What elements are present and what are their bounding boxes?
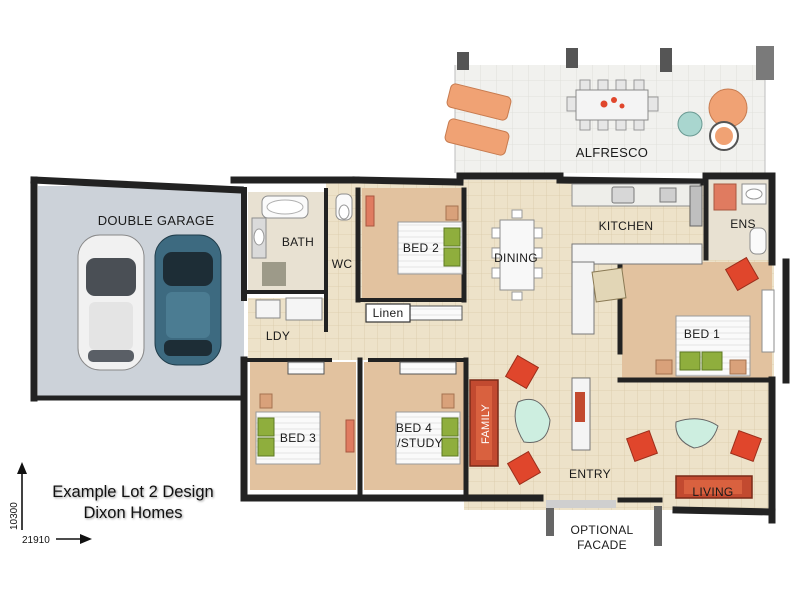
car-white xyxy=(77,234,145,371)
linen-cupboard: Linen xyxy=(365,303,411,323)
caption-builder: Dixon Homes xyxy=(83,504,183,522)
room-label-wc: WC xyxy=(332,257,353,271)
kitchen-fittings xyxy=(571,183,703,335)
dimension-markers: 10300 21910 xyxy=(9,462,92,546)
room-label-bath: BATH xyxy=(282,235,314,249)
ensuite-fixtures xyxy=(713,183,767,292)
bed-2-furniture xyxy=(365,195,463,321)
room-label-ens: ENS xyxy=(730,217,756,231)
room-label-ldy: LDY xyxy=(266,329,290,343)
front-steps xyxy=(546,500,662,546)
round-table-set xyxy=(677,88,748,151)
bed-4-furniture xyxy=(395,361,461,465)
plan-caption: Example Lot 2 Design Dixon Homes xyxy=(18,482,248,524)
room-label-facade-line2: FACADE xyxy=(577,538,627,552)
family-furniture xyxy=(469,354,591,486)
car-blue xyxy=(154,234,222,366)
room-label-bed-4-line2: /STUDY xyxy=(397,436,443,450)
caption-design-name: Example Lot 2 Design xyxy=(52,483,214,501)
bed-1-furniture xyxy=(655,289,775,377)
room-label-bed-4-line1: BED 4 xyxy=(396,421,432,435)
room-label-family: FAMILY xyxy=(480,404,492,444)
living-furniture xyxy=(625,418,763,499)
room-label-bed-1: BED 1 xyxy=(684,327,720,341)
room-label-alfresco: ALFRESCO xyxy=(576,145,648,160)
bed-3-furniture xyxy=(255,361,355,465)
alfresco-area xyxy=(444,46,774,173)
room-label-bed-2: BED 2 xyxy=(403,241,439,255)
sun-lounger xyxy=(444,83,512,156)
room-label-bed-3: BED 3 xyxy=(280,431,316,445)
outdoor-dining-table xyxy=(566,79,659,131)
width-dimension: 21910 xyxy=(22,535,50,546)
walls xyxy=(30,172,790,524)
dining-table xyxy=(491,209,543,301)
room-label-entry: ENTRY xyxy=(569,467,611,481)
room-label-living: LIVING xyxy=(692,485,733,499)
room-label-linen: Linen xyxy=(373,306,404,320)
room-label-garage: DOUBLE GARAGE xyxy=(98,213,215,228)
bath-fixtures xyxy=(251,193,353,321)
room-label-dining: DINING xyxy=(494,251,538,265)
room-labels: DOUBLE GARAGE BATH WC BED 2 DINING KITCH… xyxy=(98,145,756,552)
depth-dimension: 10300 xyxy=(9,502,20,530)
room-label-facade-line1: OPTIONAL xyxy=(570,523,633,537)
room-label-kitchen: KITCHEN xyxy=(599,219,654,233)
